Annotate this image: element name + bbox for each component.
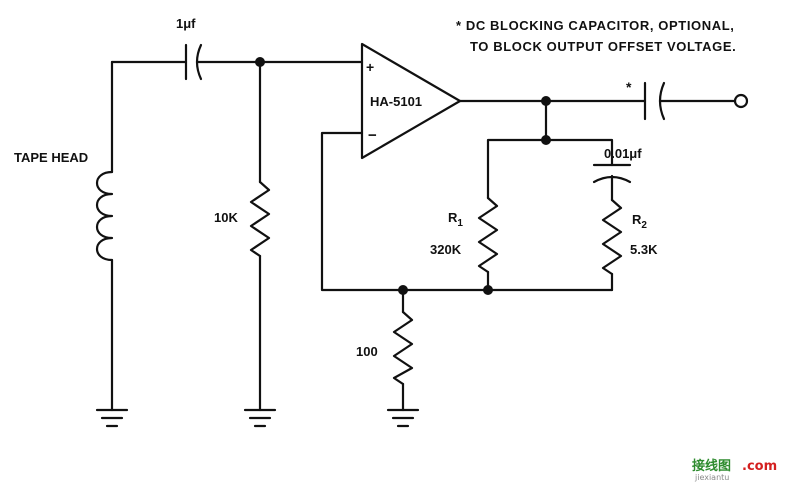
ground-symbol-tape-head [95,408,129,428]
watermark-site-pinyin: jiexiantu [694,473,729,482]
ground-symbol-100 [386,408,420,428]
dc-blocking-note-line1: * DC BLOCKING CAPACITOR, OPTIONAL, [456,18,734,33]
tape-head-label: TAPE HEAD [14,150,88,165]
opamp-triangle [360,42,462,160]
output-capacitor-asterisk: * [626,79,632,95]
capacitor-001-label: 0.01μf [604,146,642,161]
resistor-10k-label: 10K [214,210,238,225]
wire-inverting-input-loop [320,131,614,292]
output-dc-blocking-capacitor-plate-curved [658,81,666,121]
resistor-100 [392,310,414,386]
dc-blocking-note-line2: TO BLOCK OUTPUT OFFSET VOLTAGE. [470,39,736,54]
resistor-r1 [477,196,499,274]
resistor-r2-value: 5.3K [630,242,658,257]
opamp-label: HA-5101 [370,94,422,109]
opamp-minus-sign: − [368,127,377,144]
watermark-site-name: 接线图 [692,458,731,474]
wire-feedback-top-rail [486,138,614,200]
resistor-10k [249,180,271,258]
opamp-plus-sign: + [366,59,374,75]
watermark-site-domain: .com [742,459,777,474]
input-capacitor-plate-curved [195,43,203,81]
resistor-100-label: 100 [356,344,378,359]
input-capacitor-label: 1μf [176,16,196,31]
junction-dot-bottom-right [483,285,493,295]
output-terminal [733,93,749,109]
tape-head-coil [95,170,114,262]
resistor-r1-value: 320K [430,242,462,257]
resistor-r2-name: R2 [632,212,647,231]
resistor-r1-name: R1 [448,210,463,229]
resistor-r2 [601,198,623,276]
ground-symbol-10k [243,408,277,428]
